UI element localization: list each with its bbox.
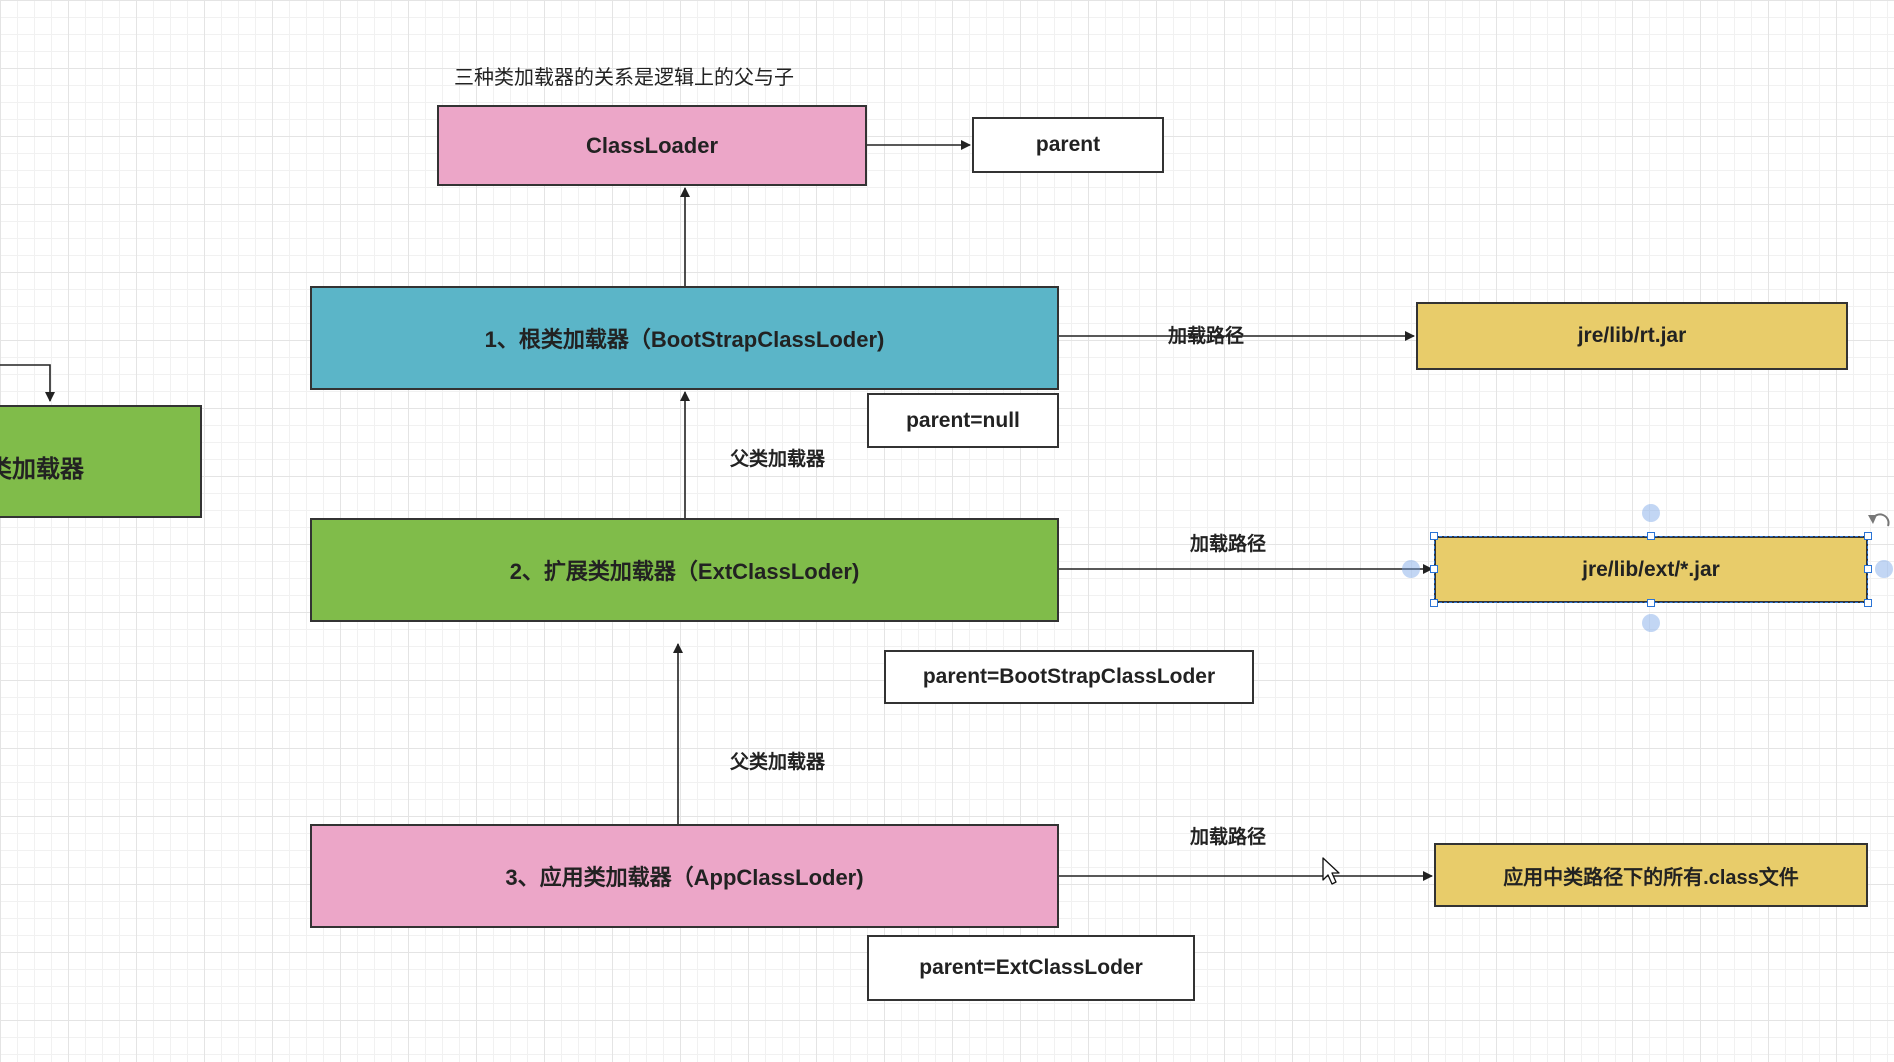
connect-point-right[interactable] <box>1875 560 1893 578</box>
resize-handle-nw[interactable] <box>1430 532 1438 540</box>
app-parent-ext-node[interactable]: parent=ExtClassLoder <box>867 935 1195 1001</box>
bootstrap-load-path-label[interactable]: 加载路径 <box>1168 326 1245 347</box>
app-load-path-label[interactable]: 加载路径 <box>1190 827 1267 848</box>
resize-handle-se[interactable] <box>1864 599 1872 607</box>
ext-parent-bootstrap-node[interactable]: parent=BootStrapClassLoder <box>884 650 1254 704</box>
bootstrap-loader-label: 1、根类加载器（BootStrapClassLoder) <box>484 327 885 352</box>
parent-label: parent <box>1035 133 1101 156</box>
ext-jar-label: jre/lib/ext/*.jar <box>1582 557 1720 581</box>
classloader-label: ClassLoader <box>585 132 719 158</box>
ext-parent-bootstrap-label: parent=BootStrapClassLoder <box>922 665 1216 688</box>
resize-handle-n[interactable] <box>1647 532 1655 540</box>
app-loader-node[interactable]: 3、应用类加载器（AppClassLoder) <box>310 824 1059 928</box>
parent-node[interactable]: parent <box>972 117 1164 173</box>
app-classpath-label: 应用中类路径下的所有.class文件 <box>1503 866 1799 889</box>
resize-handle-w[interactable] <box>1430 565 1438 573</box>
connect-point-left[interactable] <box>1402 560 1420 578</box>
diagram-title[interactable]: 三种类加载器的关系是逻辑上的父与子 <box>454 67 794 89</box>
bootstrap-parent-null-node[interactable]: parent=null <box>867 393 1059 448</box>
ext-loader-label: 2、扩展类加载器（ExtClassLoder) <box>509 559 860 584</box>
rt-jar-node[interactable]: jre/lib/rt.jar <box>1416 302 1848 370</box>
app-loader-label: 3、应用类加载器（AppClassLoder) <box>505 865 864 890</box>
ext-parent-edge-label[interactable]: 父类加载器 <box>730 449 826 470</box>
resize-handle-s[interactable] <box>1647 599 1655 607</box>
custom-loader-node[interactable]: 类加载器 <box>0 405 202 518</box>
bootstrap-parent-null-label: parent=null <box>906 408 1020 432</box>
resize-handle-e[interactable] <box>1864 565 1872 573</box>
ext-loader-node[interactable]: 2、扩展类加载器（ExtClassLoder) <box>310 518 1059 622</box>
connect-point-top[interactable] <box>1642 504 1660 522</box>
connect-point-bottom[interactable] <box>1642 614 1660 632</box>
app-parent-edge-label[interactable]: 父类加载器 <box>730 752 826 773</box>
resize-handle-sw[interactable] <box>1430 599 1438 607</box>
classloader-node[interactable]: ClassLoader <box>437 105 867 186</box>
ext-jar-node[interactable]: jre/lib/ext/*.jar <box>1434 536 1868 603</box>
edge-to-custom-loader[interactable] <box>0 364 55 402</box>
resize-handle-ne[interactable] <box>1864 532 1872 540</box>
app-classpath-node[interactable]: 应用中类路径下的所有.class文件 <box>1434 843 1868 907</box>
custom-loader-label: 类加载器 <box>0 456 84 483</box>
bootstrap-loader-node[interactable]: 1、根类加载器（BootStrapClassLoder) <box>310 286 1059 390</box>
app-parent-ext-label: parent=ExtClassLoder <box>919 956 1143 979</box>
ext-load-path-label[interactable]: 加载路径 <box>1190 534 1267 555</box>
rt-jar-label: jre/lib/rt.jar <box>1577 324 1687 347</box>
